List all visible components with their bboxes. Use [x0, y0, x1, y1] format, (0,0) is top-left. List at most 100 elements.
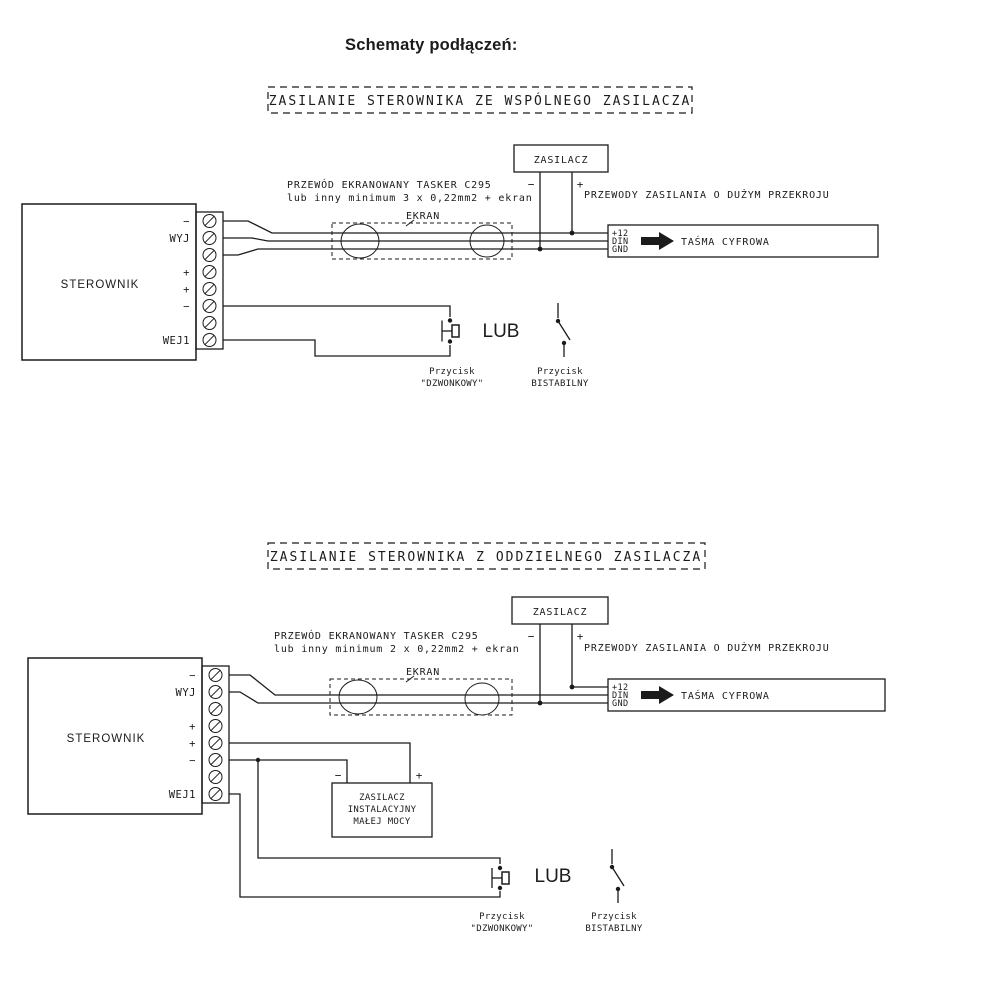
terminal-label-6: − [189, 755, 196, 767]
shield-label: EKRAN [406, 667, 440, 678]
small-psu-plus-label: + [416, 769, 423, 782]
terminal-label-1: − [183, 216, 190, 228]
cable-end-icon [338, 679, 378, 715]
terminal-label-2: WYJ [176, 687, 196, 699]
cable-end-icon [464, 682, 500, 716]
terminal-label-8: WEJ1 [163, 335, 190, 347]
cable-end-icon [340, 223, 380, 259]
bistable-caption-1: Przycisk [591, 912, 637, 922]
terminal-label-1: − [189, 670, 196, 682]
terminal-block [195, 211, 224, 350]
shield-leader-line [405, 675, 415, 683]
screw-terminal-icon [202, 282, 217, 296]
toggle-switch-icon [555, 303, 571, 357]
banner-title: ZASILANIE STEROWNIKA Z ODDZIELNEGO ZASIL… [270, 550, 702, 565]
psu-minus-label: − [528, 178, 535, 191]
screw-terminal-icon [202, 214, 217, 228]
cable-end-icon [469, 224, 505, 258]
momentary-caption-1: Przycisk [429, 367, 475, 377]
banner-box [267, 86, 693, 114]
shield-label: EKRAN [406, 211, 440, 222]
banner-box [267, 542, 706, 570]
small-psu-minus-label: − [335, 769, 342, 782]
terminal-screws [202, 214, 217, 347]
power-wires-note: PRZEWODY ZASILANIA O DUŻYM PRZEKROJU [584, 188, 830, 201]
psu-label: ZASILACZ [533, 607, 588, 618]
momentary-caption-2: "DZWONKOWY" [421, 379, 484, 389]
terminal-screws [208, 668, 223, 801]
screw-terminal-icon [208, 736, 223, 750]
or-label: LUB [535, 866, 572, 887]
strip-pin-gnd: GND [612, 699, 629, 709]
page-title: Schematy podłączeń: [345, 36, 518, 54]
toggle-switch-icon [609, 849, 625, 903]
screw-terminal-icon [208, 668, 223, 682]
junction-dot [569, 684, 575, 690]
diagram-common-supply: ZASILANIE STEROWNIKA ZE WSPÓLNEGO ZASILA… [21, 86, 879, 389]
arrow-right-icon [641, 686, 674, 704]
screw-terminal-icon [208, 770, 223, 784]
momentary-caption-1: Przycisk [479, 912, 525, 922]
screw-terminal-icon [202, 299, 217, 313]
psu-plus-label: + [577, 178, 584, 191]
psu-label: ZASILACZ [534, 155, 589, 166]
strip-pin-plus12: +12 [612, 683, 629, 693]
screw-terminal-icon [202, 316, 217, 330]
screw-terminal-icon [202, 333, 217, 347]
momentary-caption-2: "DZWONKOWY" [471, 924, 534, 934]
screw-terminal-icon [208, 787, 223, 801]
screw-terminal-icon [208, 685, 223, 699]
banner-title: ZASILANIE STEROWNIKA ZE WSPÓLNEGO ZASILA… [269, 93, 692, 109]
arrow-right-icon [641, 232, 674, 250]
terminal-label-5: + [189, 738, 196, 750]
strip-box [607, 678, 886, 712]
controller-label: STEROWNIK [67, 733, 146, 745]
cable-note-line1: PRZEWÓD EKRANOWANY TASKER C295 [274, 629, 479, 642]
screw-terminal-icon [208, 702, 223, 716]
terminal-label-2: WYJ [170, 233, 190, 245]
small-psu-line3: MAŁEJ MOCY [353, 817, 410, 827]
strip-box [607, 224, 879, 258]
or-label: LUB [483, 321, 520, 342]
signal-wires [223, 220, 608, 357]
strip-pin-plus12: +12 [612, 229, 629, 239]
shield-leader-line [405, 219, 415, 227]
psu-minus-label: − [528, 630, 535, 643]
strip-pin-gnd: GND [612, 245, 629, 255]
strip-pin-din: DIN [612, 237, 629, 247]
cable-note-line1: PRZEWÓD EKRANOWANY TASKER C295 [287, 178, 492, 191]
small-psu-line1: ZASILACZ [359, 793, 405, 803]
cable-note-line2: lub inny minimum 2 x 0,22mm2 + ekran [274, 644, 520, 655]
terminal-label-4: + [189, 721, 196, 733]
power-wires-note: PRZEWODY ZASILANIA O DUŻYM PRZEKROJU [584, 641, 830, 654]
screw-terminal-icon [202, 231, 217, 245]
signal-wires [229, 674, 608, 898]
terminal-label-5: + [183, 284, 190, 296]
small-psu-box [331, 782, 433, 838]
terminal-label-4: + [183, 267, 190, 279]
strip-pin-din: DIN [612, 691, 629, 701]
psu-box [513, 144, 609, 173]
screw-terminal-icon [208, 719, 223, 733]
cable-note-line2: lub inny minimum 3 x 0,22mm2 + ekran [287, 193, 533, 204]
strip-label: TAŚMA CYFROWA [681, 235, 770, 248]
strip-label: TAŚMA CYFROWA [681, 689, 770, 702]
terminal-block [201, 665, 230, 804]
bistable-caption-2: BISTABILNY [531, 379, 588, 389]
terminal-label-8: WEJ1 [169, 789, 196, 801]
screw-terminal-icon [202, 248, 217, 262]
controller-label: STEROWNIK [61, 279, 140, 291]
push-button-icon [441, 318, 460, 344]
cable-shield-outline [329, 678, 513, 716]
push-button-icon [491, 865, 510, 891]
small-psu-line2: INSTALACYJNY [348, 805, 417, 815]
psu-box [511, 596, 609, 625]
bistable-caption-1: Przycisk [537, 367, 583, 377]
bistable-caption-2: BISTABILNY [585, 924, 642, 934]
screw-terminal-icon [208, 753, 223, 767]
cable-shield-outline [331, 222, 513, 260]
screw-terminal-icon [202, 265, 217, 279]
diagram-separate-supply: ZASILANIE STEROWNIKA Z ODDZIELNEGO ZASIL… [27, 542, 886, 934]
